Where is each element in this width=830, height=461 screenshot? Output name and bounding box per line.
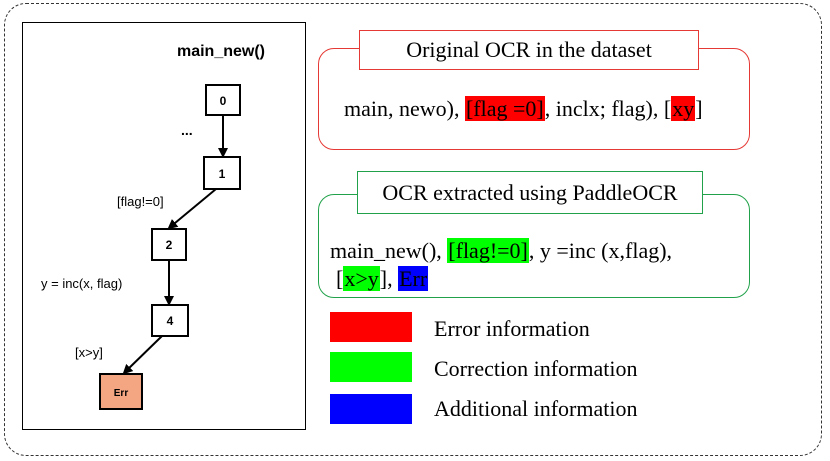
outer-dashed-frame (4, 3, 822, 456)
node-4-label: 4 (167, 314, 174, 328)
paddle-ocr-line1-seg1: main_new(), (330, 238, 448, 263)
paddle-ocr-additional-err: Err (398, 266, 429, 291)
node-1-label: 1 (219, 167, 226, 181)
paddle-ocr-line1: main_new(), [flag!=0], y =inc (x,flag), (330, 238, 672, 264)
legend-label-additional: Additional information (434, 396, 638, 421)
node-0 (205, 84, 241, 116)
node-2 (151, 228, 187, 261)
paddle-ocr-line1-seg3: , y =inc (x,flag), (528, 238, 673, 263)
node-1 (203, 156, 241, 190)
ellipsis-label: ... (181, 122, 193, 138)
legend-label-correction: Correction information (434, 356, 638, 381)
edge-label-flag: [flag!=0] (117, 194, 164, 209)
control-flow-graph-panel: main_new() 0 1 2 4 Err ... [flag!=0] y =… (22, 22, 306, 430)
original-ocr-seg1: main, newo), (344, 96, 465, 121)
node-4 (151, 304, 189, 337)
legend-label-error: Error information (434, 316, 590, 341)
control-flow-graph: main_new() 0 1 2 4 Err ... [flag!=0] y =… (41, 43, 265, 410)
legend-swatch-additional (330, 394, 412, 424)
node-err-label: Err (114, 388, 129, 399)
edge-label-assign: y = inc(x, flag) (41, 276, 122, 291)
function-title: main_new() (177, 43, 265, 60)
edge-label-xy: [x>y] (75, 345, 103, 360)
paddle-ocr-line2: [x>y], Err (336, 266, 429, 292)
original-ocr-error-flag: [flag =0] (464, 96, 545, 121)
paddle-ocr-title: OCR extracted using PaddleOCR (357, 171, 703, 214)
original-ocr-seg3: , inclx; flag), [ (544, 96, 672, 121)
paddle-ocr-line2-seg3: ], (379, 266, 399, 291)
edge-4-err (122, 335, 163, 375)
original-ocr-title: Original OCR in the dataset (359, 30, 699, 70)
original-ocr-seg5: ] (695, 96, 703, 121)
legend-swatch-error (330, 312, 412, 342)
paddle-ocr-line2-seg1: [ (336, 266, 344, 291)
node-err (99, 373, 143, 410)
legend-swatch-correction (330, 352, 412, 382)
original-ocr-error-xy: xy (671, 96, 696, 121)
edge-1-2 (167, 188, 217, 230)
node-0-label: 0 (220, 94, 227, 108)
paddle-ocr-correction-xy: x>y (343, 266, 380, 291)
node-2-label: 2 (166, 238, 173, 252)
paddle-ocr-correction-flag: [flag!=0] (447, 238, 529, 263)
original-ocr-text: main, newo), [flag =0], inclx; flag), [x… (344, 96, 703, 122)
